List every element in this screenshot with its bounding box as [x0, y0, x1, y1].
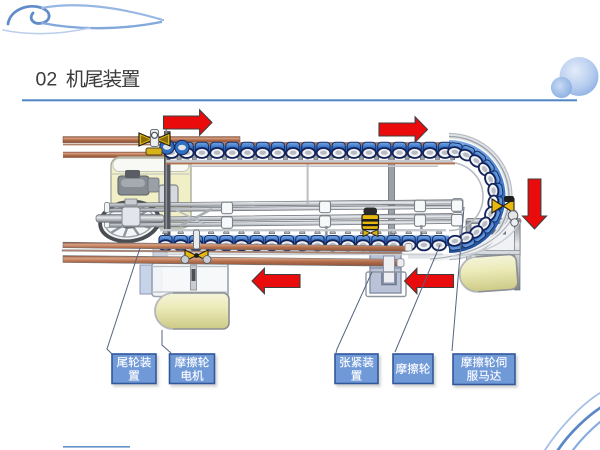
svg-text:02: 02: [36, 69, 58, 91]
